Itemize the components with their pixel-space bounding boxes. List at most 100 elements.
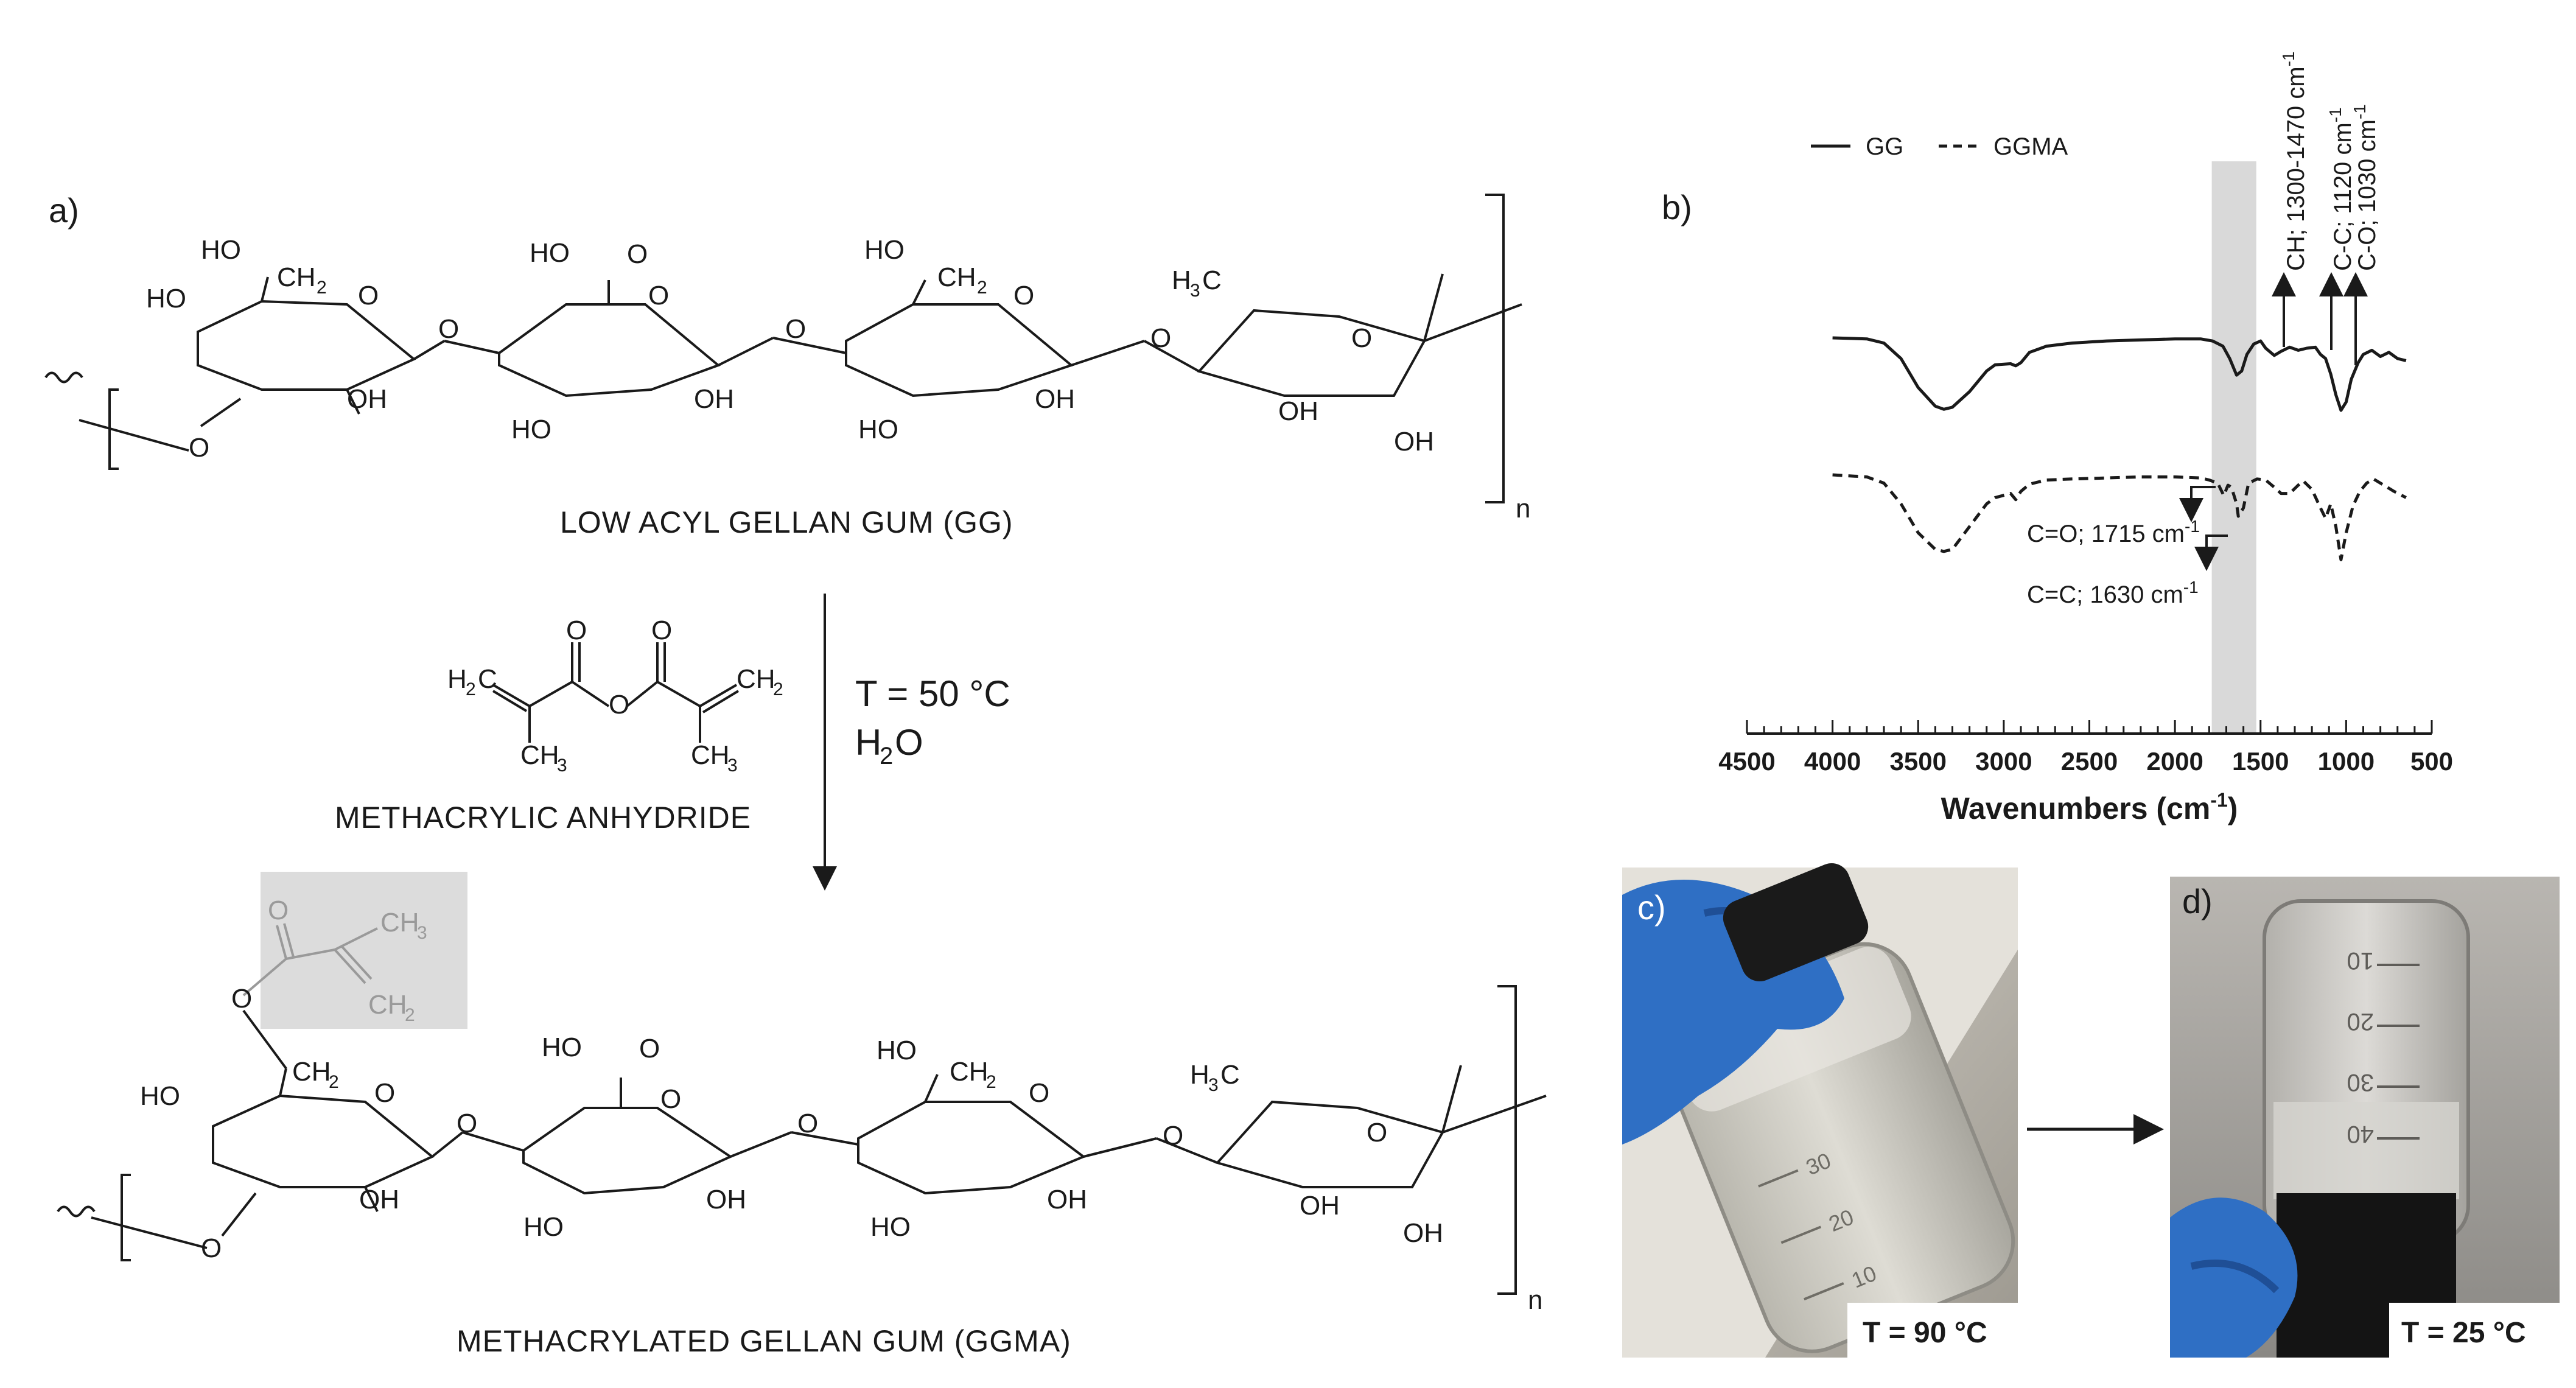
svg-text:CH: CH bbox=[737, 664, 775, 694]
chart-legend: GG GGMA bbox=[1811, 133, 2068, 160]
svg-text:CH: CH bbox=[277, 262, 316, 292]
svg-text:2: 2 bbox=[880, 743, 893, 769]
panel-c-letter: c) bbox=[1637, 888, 1666, 927]
svg-text:40: 40 bbox=[2347, 1121, 2375, 1148]
highlight-band bbox=[2211, 161, 2256, 734]
svg-text:3: 3 bbox=[417, 923, 427, 943]
svg-text:HO: HO bbox=[201, 235, 241, 265]
reaction-temperature: T = 50 °C bbox=[855, 673, 1010, 714]
spectra-series bbox=[1832, 336, 2407, 561]
reaction-solvent: H 2 O bbox=[855, 722, 923, 769]
svg-text:O: O bbox=[1150, 323, 1171, 353]
x-tick-label: 2000 bbox=[2146, 747, 2203, 776]
svg-text:10: 10 bbox=[2347, 947, 2375, 974]
svg-text:2: 2 bbox=[329, 1072, 339, 1092]
ggma-structure bbox=[57, 985, 1547, 1295]
panel-b-letter: b) bbox=[1662, 188, 1692, 226]
x-tick-label: 2500 bbox=[2061, 747, 2118, 776]
svg-text:H: H bbox=[1172, 265, 1191, 295]
svg-text:3: 3 bbox=[727, 755, 738, 776]
svg-text:OH: OH bbox=[1300, 1191, 1340, 1221]
svg-text:H: H bbox=[447, 664, 467, 694]
svg-text:O: O bbox=[201, 1233, 222, 1263]
svg-text:O: O bbox=[1367, 1118, 1387, 1148]
annotation-c-c: C=C; 1630 cm-1 bbox=[2027, 578, 2199, 608]
svg-text:O: O bbox=[268, 896, 289, 925]
methacrylate-group: O CH3 CH2 bbox=[242, 896, 427, 1025]
gg-structure bbox=[44, 194, 1522, 503]
svg-text:O: O bbox=[660, 1084, 681, 1114]
svg-text:CH: CH bbox=[292, 1057, 331, 1087]
panel-d-temperature: T = 25 °C bbox=[2401, 1317, 2526, 1349]
svg-text:2: 2 bbox=[317, 278, 327, 298]
svg-text:CH: CH bbox=[368, 990, 407, 1020]
svg-text:HO: HO bbox=[877, 1036, 917, 1065]
svg-text:O: O bbox=[1013, 281, 1034, 310]
svg-text:HO: HO bbox=[864, 235, 905, 265]
svg-text:HO: HO bbox=[511, 415, 551, 444]
methacrylate-highlight bbox=[261, 872, 467, 1029]
x-axis-title: Wavenumbers (cm-1) bbox=[1941, 789, 2238, 825]
svg-text:3: 3 bbox=[1208, 1075, 1219, 1095]
svg-text:HO: HO bbox=[523, 1212, 564, 1242]
x-tick-label: 1000 bbox=[2318, 747, 2375, 776]
svg-text:3: 3 bbox=[557, 755, 567, 776]
svg-text:O: O bbox=[609, 690, 629, 720]
legend-label-ggma: GGMA bbox=[1993, 133, 2068, 160]
vial-d: 10 20 30 40 bbox=[2263, 899, 2470, 1358]
svg-text:2: 2 bbox=[773, 679, 783, 699]
svg-text:H: H bbox=[1190, 1060, 1209, 1090]
annotation-c-o: C=O; 1715 cm-1 bbox=[2027, 517, 2200, 547]
svg-text:OH: OH bbox=[706, 1185, 746, 1214]
svg-text:HO: HO bbox=[140, 1081, 180, 1111]
svg-text:O: O bbox=[231, 984, 252, 1014]
panel-a-letter: a) bbox=[49, 191, 79, 230]
svg-text:OH: OH bbox=[1394, 427, 1434, 457]
panel-d-photo: 10 20 30 40 d) T = 25 °C bbox=[2170, 877, 2560, 1358]
svg-text:O: O bbox=[797, 1109, 818, 1138]
series-line-ggma bbox=[1832, 473, 2407, 561]
svg-text:O: O bbox=[374, 1078, 395, 1108]
svg-text:CH: CH bbox=[950, 1057, 989, 1087]
svg-text:C: C bbox=[1202, 265, 1222, 295]
svg-text:C: C bbox=[478, 664, 497, 694]
svg-text:O: O bbox=[1351, 323, 1372, 353]
panel-d-letter: d) bbox=[2182, 882, 2213, 920]
svg-text:OH: OH bbox=[694, 384, 734, 414]
series-line-gg bbox=[1832, 336, 2407, 412]
x-tick-label: 500 bbox=[2410, 747, 2453, 776]
legend-label-gg: GG bbox=[1866, 133, 1903, 160]
svg-text:O: O bbox=[358, 281, 379, 310]
svg-text:OH: OH bbox=[1403, 1218, 1443, 1248]
svg-text:C: C bbox=[1220, 1060, 1240, 1090]
annotation-ch: CH; 1300-1470 cm-1 bbox=[2279, 51, 2309, 271]
peak-annotations: CH; 1300-1470 cm-1 C-C; 1120 cm-1 C-O; 1… bbox=[2027, 51, 2381, 608]
x-tick-label: 4000 bbox=[1804, 747, 1861, 776]
gg-caption: LOW ACYL GELLAN GUM (GG) bbox=[560, 505, 1013, 539]
svg-text:OH: OH bbox=[1047, 1185, 1087, 1214]
x-tick-label: 3000 bbox=[1975, 747, 2032, 776]
svg-text:HO: HO bbox=[530, 238, 570, 268]
panel-a: a) bbox=[44, 191, 1547, 1358]
svg-text:O: O bbox=[1029, 1078, 1049, 1108]
svg-text:O: O bbox=[651, 615, 672, 645]
vial-cap-c bbox=[1723, 863, 1869, 982]
svg-text:O: O bbox=[627, 239, 648, 269]
svg-text:H: H bbox=[855, 722, 881, 763]
svg-text:HO: HO bbox=[542, 1032, 582, 1062]
svg-text:2: 2 bbox=[405, 1005, 415, 1025]
svg-text:n: n bbox=[1516, 494, 1530, 524]
svg-text:O: O bbox=[457, 1109, 477, 1138]
svg-text:O: O bbox=[438, 314, 459, 344]
svg-text:O: O bbox=[639, 1034, 660, 1064]
svg-text:OH: OH bbox=[347, 384, 387, 414]
svg-text:HO: HO bbox=[146, 284, 186, 314]
right-bracket bbox=[1485, 194, 1505, 503]
reagent-caption: METHACRYLIC ANHYDRIDE bbox=[335, 801, 751, 835]
svg-text:CH: CH bbox=[520, 740, 559, 770]
x-tick-label: 3500 bbox=[1890, 747, 1947, 776]
